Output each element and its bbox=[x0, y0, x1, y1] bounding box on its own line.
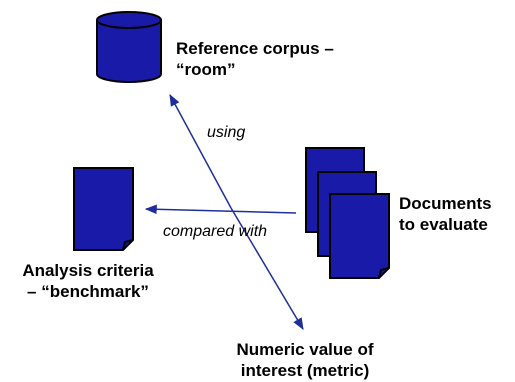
documents-label: Documents to evaluate bbox=[399, 193, 492, 235]
analysis-criteria-label-line2: – “benchmark” bbox=[27, 282, 149, 301]
documents-label-line1: Documents bbox=[399, 194, 492, 213]
compared-with-label: compared with bbox=[163, 223, 268, 240]
analysis-criteria-label-line1: Analysis criteria bbox=[22, 261, 154, 280]
document-icon bbox=[73, 167, 134, 251]
analysis-criteria-label: Analysis criteria – “benchmark” bbox=[8, 260, 168, 302]
metric-label-line1: Numeric value of bbox=[236, 340, 374, 359]
reference-corpus-label: Reference corpus – “room” bbox=[176, 38, 334, 80]
arrow-to-analysis-criteria bbox=[144, 204, 297, 215]
metric-label: Numeric value of interest (metric) bbox=[225, 339, 385, 381]
metric-label-line2: interest (metric) bbox=[240, 361, 370, 380]
arrow-to-reference-corpus bbox=[169, 93, 232, 209]
document-stack-icon bbox=[305, 147, 390, 279]
arrow-to-metric bbox=[230, 207, 304, 331]
reference-corpus-label-line2: “room” bbox=[176, 60, 236, 79]
using-label: using bbox=[207, 124, 246, 141]
database-cylinder-icon bbox=[96, 11, 162, 83]
documents-label-line2: to evaluate bbox=[399, 215, 488, 234]
reference-corpus-label-line1: Reference corpus – bbox=[176, 39, 334, 58]
